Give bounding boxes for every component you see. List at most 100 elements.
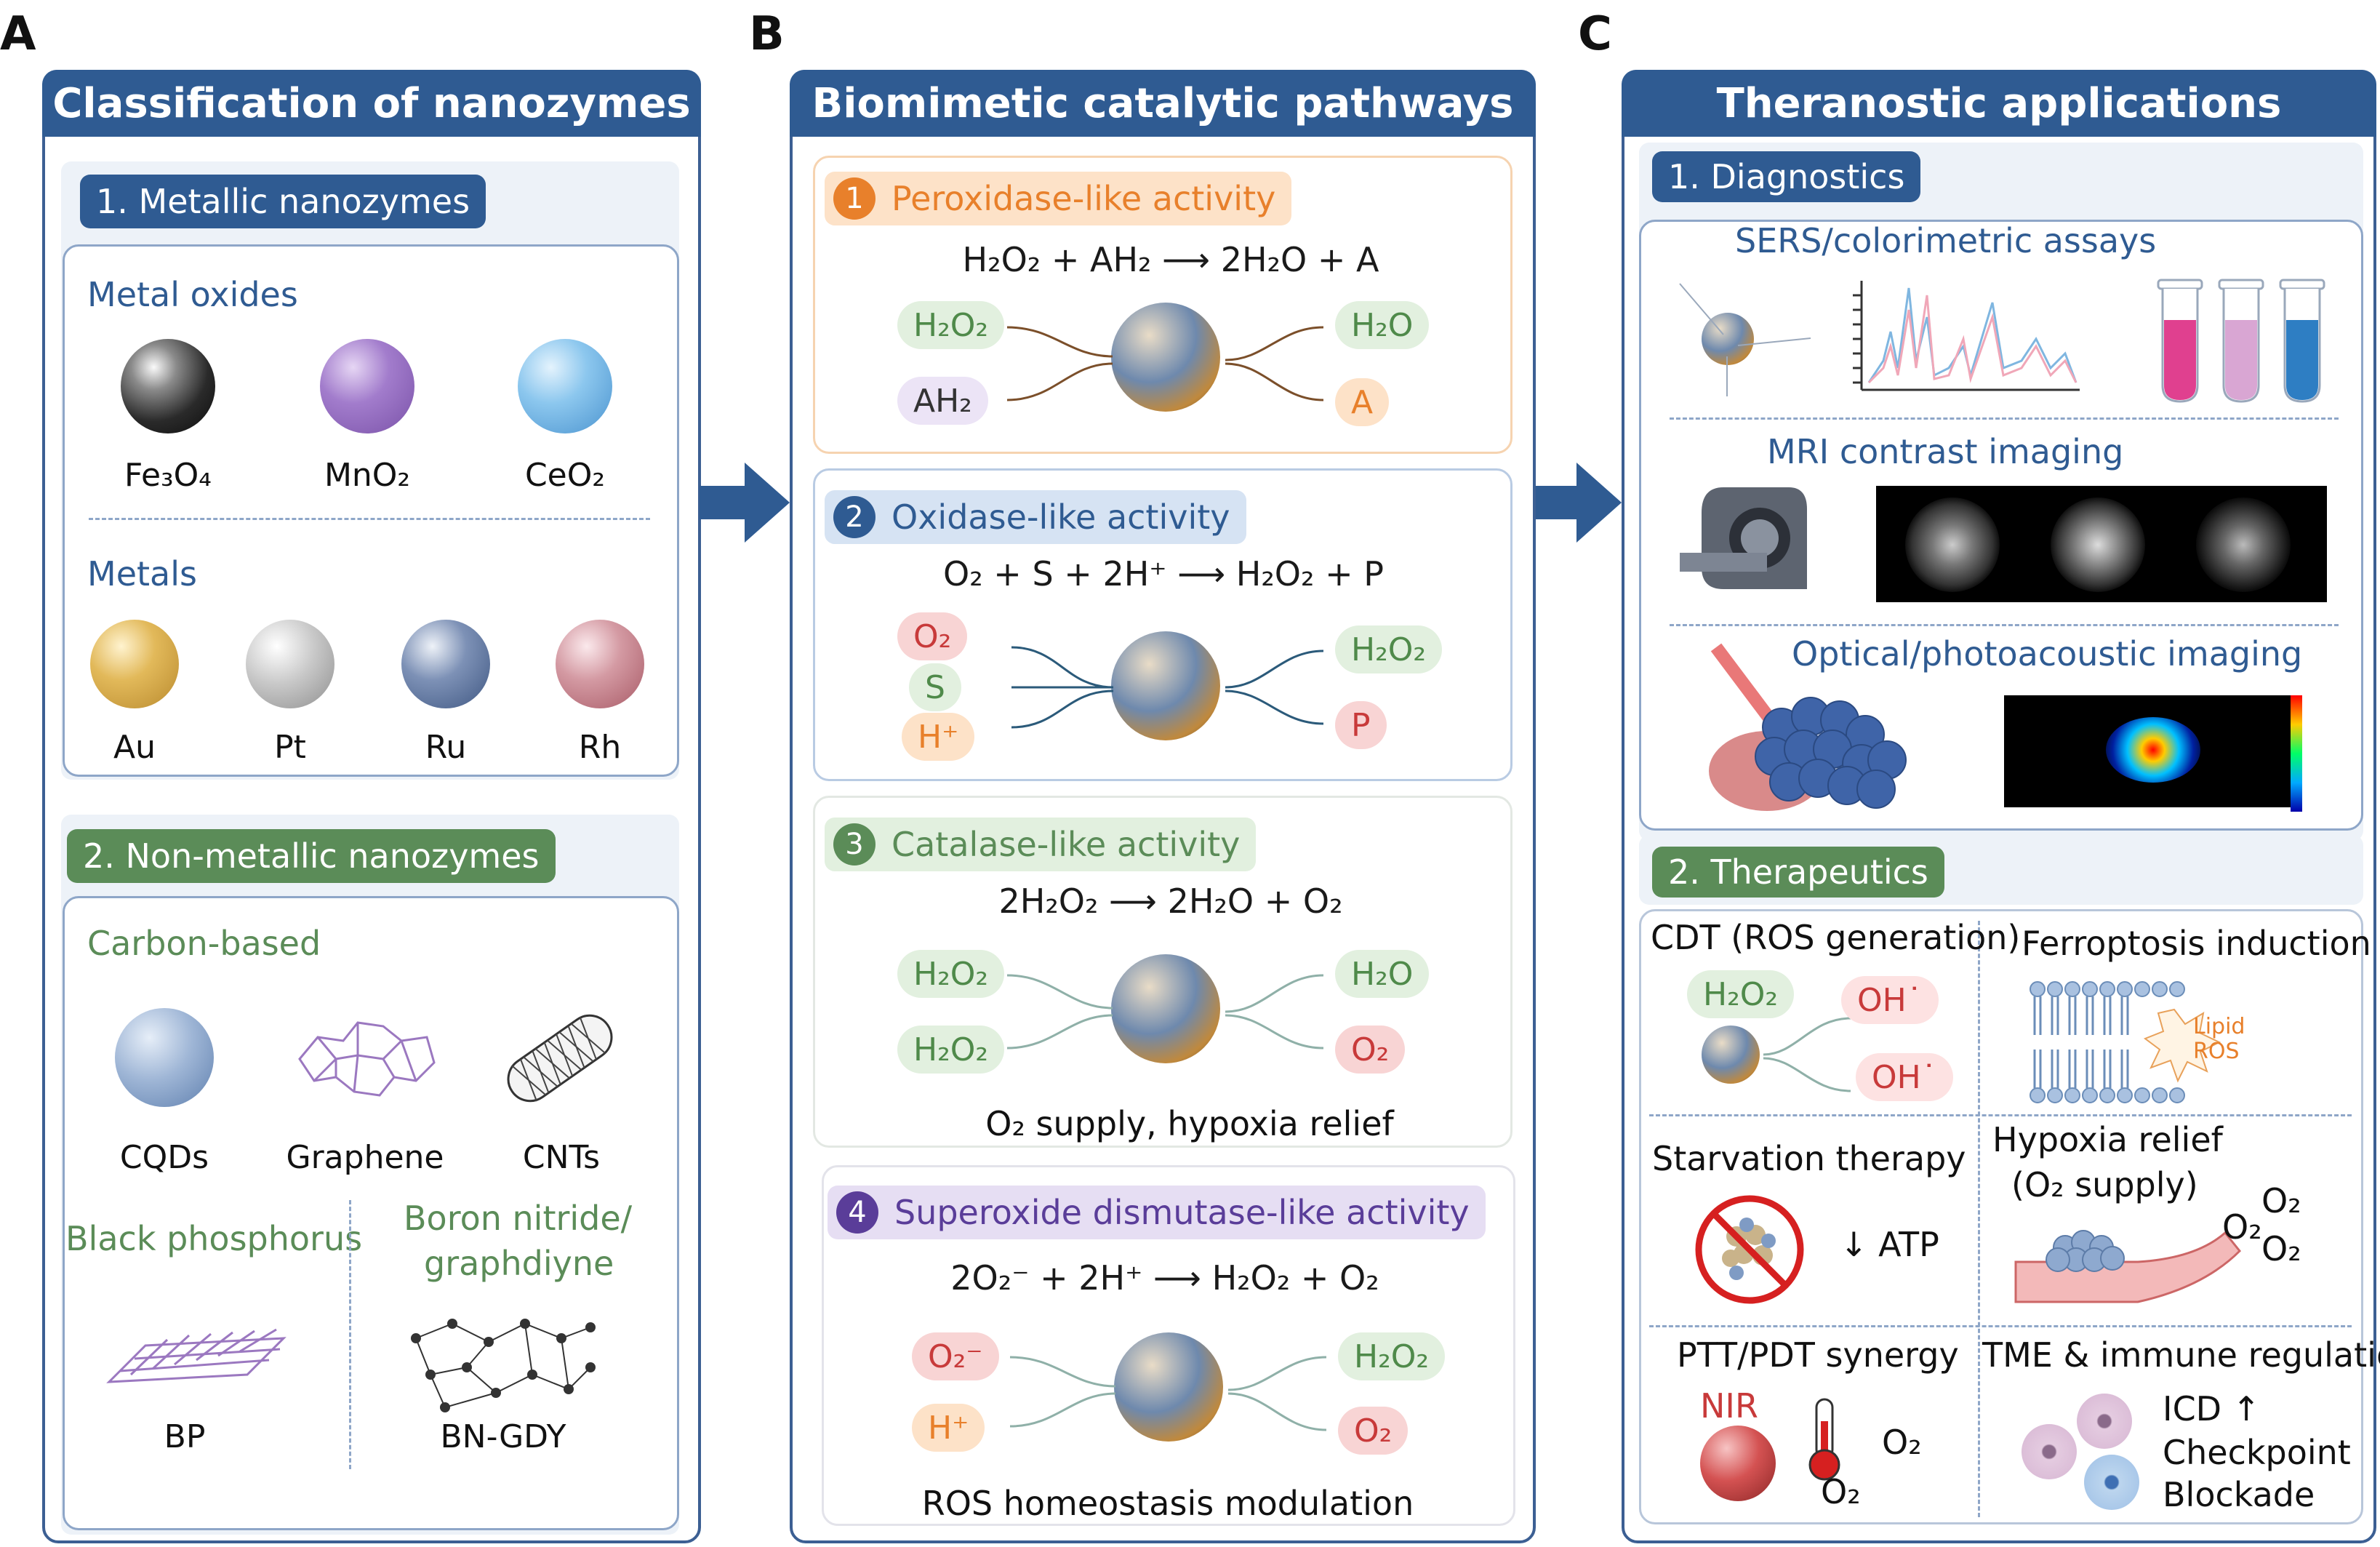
sod-note: ROS homeostasis modulation [921, 1484, 1414, 1523]
activity-title-text: Catalase-like activity [892, 825, 1241, 864]
sod-equation: 2O₂⁻ + 2H⁺ ⟶ H₂O₂ + O₂ [950, 1258, 1379, 1298]
ceo2-label: CeO₂ [524, 457, 606, 494]
divider [1649, 1325, 2352, 1327]
o2-label: O₂ [2261, 1181, 2301, 1220]
icd-label: ICD ↑ [2163, 1389, 2261, 1428]
cqd-sphere-icon [115, 1008, 214, 1107]
color-scale-bar [2291, 695, 2302, 812]
immune-cell-icon [2077, 1394, 2132, 1449]
input-arrows-icon [1009, 1356, 1116, 1428]
divider [89, 518, 650, 520]
output-arrows-icon [1225, 974, 1324, 1050]
oxidase-equation: O₂ + S + 2H⁺ ⟶ H₂O₂ + P [943, 554, 1384, 593]
product-chip: A [1335, 378, 1390, 426]
divider [1649, 1114, 2352, 1116]
nanozyme-catalyst-icon [1111, 303, 1220, 412]
diagnostics-label: 1. Diagnostics [1652, 151, 1921, 202]
nir-label: NIR [1700, 1386, 1758, 1426]
lipid-membrane-icon [2030, 981, 2221, 1103]
input-arrows-icon [1006, 326, 1113, 401]
bp-label: BP [164, 1418, 206, 1455]
lipid-ros-label: Lipid [2193, 1014, 2245, 1039]
cdt-reactant-chip: H₂O₂ [1687, 970, 1794, 1018]
mno2-label: MnO₂ [324, 457, 411, 494]
mri-title: MRI contrast imaging [1767, 432, 2124, 471]
mri-slice-icon [2051, 497, 2145, 592]
panel-letter-a: A [0, 7, 36, 61]
carbon-based-title: Carbon-based [87, 924, 321, 963]
metals-title: Metals [87, 554, 197, 593]
ferroptosis-title: Ferroptosis induction [2022, 924, 2371, 963]
bn-gdy-label: BN-GDY [440, 1418, 566, 1455]
sers-title: SERS/colorimetric assays [1735, 221, 2157, 260]
arrow-b-to-c-icon [1531, 463, 1622, 543]
divider [1670, 417, 2339, 420]
nanozyme-catalyst-icon [1114, 1332, 1223, 1442]
ceo2-sphere-icon [518, 339, 612, 433]
ru-sphere-icon [401, 620, 490, 708]
panel-letter-c: C [1578, 7, 1612, 61]
metal-oxides-title: Metal oxides [87, 275, 298, 314]
atp-label: ↓ ATP [1840, 1225, 1939, 1264]
reactant-chip: H₂O₂ [897, 1026, 1004, 1074]
arrow-a-to-b-icon [700, 463, 790, 543]
reactant-chip: AH₂ [897, 377, 988, 425]
ptt-o2-label: O₂ [1821, 1472, 1861, 1511]
cnts-label: CNTs [522, 1139, 601, 1176]
ptt-o2-label: O₂ [1882, 1423, 1922, 1462]
input-arrows-icon [1006, 974, 1113, 1050]
cdt-title: CDT (ROS generation) [1651, 918, 2021, 957]
tumor-laser-icon [1709, 643, 1907, 811]
reactant-chip: O₂ [897, 612, 968, 660]
photoacoustic-heatmap [2004, 695, 2298, 807]
blockade-label: Blockade [2163, 1475, 2315, 1514]
cqds-label: CQDs [119, 1139, 209, 1176]
hypoxia-title: Hypoxia relief [1992, 1120, 2223, 1159]
bn-gdy-network-icon [411, 1319, 596, 1412]
ptt-title: PTT/PDT synergy [1677, 1335, 1959, 1375]
step-number: 1 [833, 177, 876, 220]
pt-label: Pt [274, 729, 306, 766]
nanozyme-catalyst-icon [1111, 631, 1220, 740]
reactant-chip: O₂⁻ [912, 1332, 999, 1380]
nonmetallic-nanozymes-label: 2. Non-metallic nanozymes [67, 829, 556, 883]
step-number: 4 [836, 1191, 878, 1234]
product-chip: H₂O [1335, 950, 1430, 998]
peroxidase-equation: H₂O₂ + AH₂ ⟶ 2H₂O + A [962, 240, 1379, 279]
pt-sphere-icon [246, 620, 334, 708]
reactant-chip: H⁺ [912, 1404, 985, 1452]
fe3o4-label: Fe₃O₄ [124, 457, 212, 494]
o2-label: O₂ [2261, 1229, 2301, 1268]
nanozyme-icon [1702, 1026, 1760, 1084]
hydroxyl-radical-chip: OH˙ [1856, 1053, 1953, 1101]
cnt-icon [507, 1014, 613, 1103]
graphdiyne-title: graphdiyne [424, 1244, 614, 1283]
spectra-chart-icon [1853, 281, 2080, 391]
therapeutics-label: 2. Therapeutics [1652, 847, 1944, 898]
step-number: 3 [833, 823, 876, 866]
step-number: 2 [833, 496, 876, 538]
input-arrows-icon [1011, 646, 1114, 729]
mri-slice-icon [1905, 497, 2000, 592]
irradiated-nanozyme-icon [1700, 1426, 1776, 1501]
starvation-title: Starvation therapy [1652, 1139, 1966, 1178]
hypoxia-subtitle: (O₂ supply) [2011, 1165, 2198, 1204]
vessel-tumor-icon [2014, 1230, 2242, 1303]
graphene-icon [298, 1021, 436, 1097]
product-chip: H₂O₂ [1335, 625, 1442, 673]
optical-title: Optical/photoacoustic imaging [1792, 634, 2303, 673]
black-phosphorus-title: Black phosphorus [65, 1219, 363, 1258]
output-arrows-icon [1225, 649, 1324, 725]
hydroxyl-radical-chip: OH˙ [1841, 976, 1939, 1024]
product-chip: H₂O₂ [1338, 1332, 1445, 1380]
thermometer-icon [1808, 1398, 1840, 1481]
reactant-chip: H₂O₂ [897, 950, 1004, 998]
panel-b-title: Biomimetic catalytic pathways [790, 70, 1536, 137]
catalase-equation: 2H₂O₂ ⟶ 2H₂O + O₂ [998, 882, 1343, 921]
rh-label: Rh [578, 729, 622, 766]
reactant-chip: H⁺ [902, 713, 975, 761]
divider [349, 1200, 351, 1469]
signal-spot [2106, 717, 2200, 783]
catalase-note: O₂ supply, hypoxia relief [985, 1104, 1394, 1143]
reactant-chip: S [909, 663, 961, 711]
